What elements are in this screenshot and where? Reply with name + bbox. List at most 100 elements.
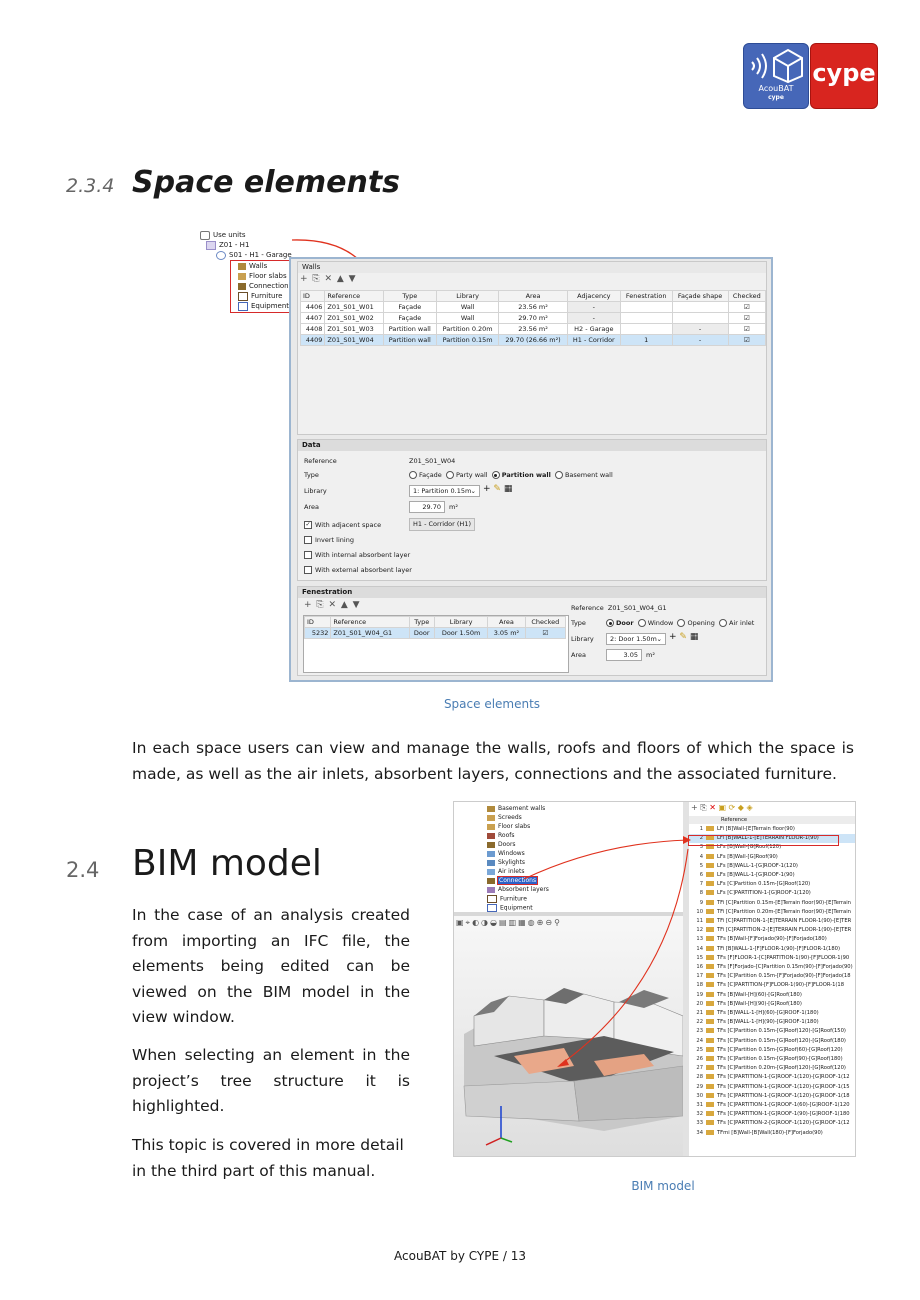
radio-opening[interactable] — [677, 619, 686, 627]
list-item-label: LFs [B]WALL-1-[G]ROOF-1(120) — [717, 862, 798, 869]
library-tools[interactable]: + ✎ ▦ — [483, 484, 512, 494]
table-icon[interactable]: ▦ — [503, 484, 513, 494]
connection-icon — [706, 862, 714, 868]
edit-icon[interactable]: ✎ — [679, 632, 687, 642]
tree-item[interactable]: Floor slabs — [487, 823, 530, 830]
tree-item-walls[interactable]: Walls — [238, 261, 267, 271]
tree-item[interactable]: Air inlets — [487, 868, 524, 875]
radio-facade[interactable] — [409, 471, 417, 479]
tree-root[interactable]: Use units — [200, 230, 246, 240]
list-item-label: TFs [C]Partition 0.15m-[G]Roof(120)-[G]R… — [717, 1028, 846, 1035]
fenestration-type-radio-group[interactable]: Door Window Opening Air inlet — [606, 619, 754, 627]
edit-icon[interactable]: ✎ — [493, 484, 501, 494]
tree-item[interactable]: Furniture — [487, 895, 527, 903]
fenestration-library-tools[interactable]: + ✎ ▦ — [669, 632, 698, 642]
radio-air-inlet[interactable] — [719, 619, 728, 627]
add-icon[interactable]: + — [483, 484, 491, 494]
radio-basement-wall[interactable] — [554, 471, 563, 479]
tree-item[interactable]: Windows — [487, 850, 525, 857]
radio-party-wall[interactable] — [445, 471, 454, 479]
fenestration-library-select[interactable]: 2: Door 1.50m⌄ — [606, 633, 666, 645]
splitter[interactable] — [454, 912, 683, 917]
tree-item[interactable]: Roofs — [487, 832, 514, 839]
type-radio-group[interactable]: Façade Party wall Partition wall Basemen… — [409, 471, 613, 479]
fenestration-toolbar[interactable]: + ⎘ ✕ ▲ ▼ — [304, 600, 361, 610]
area-input[interactable]: 29.70 — [409, 501, 445, 513]
tree-item[interactable]: Skylights — [487, 859, 525, 866]
adjacent-space-value[interactable]: H1 - Corridor (H1) — [409, 518, 475, 531]
library-select[interactable]: 1: Partition 0.15m⌄ — [409, 485, 480, 497]
tree-item-selected[interactable]: Connections — [487, 876, 539, 885]
tree-item[interactable]: Absorbent layers — [487, 886, 549, 893]
bim-3d-view[interactable]: ▣⌖◐◑◒▤▥▦◍⊕⊖⚲ — [454, 916, 683, 1156]
tree-item-floor-slabs[interactable]: Floor slabs — [238, 271, 287, 281]
radio-door[interactable] — [606, 619, 614, 627]
vertical-splitter[interactable] — [683, 802, 689, 1156]
col-type: Type — [382, 290, 438, 302]
connection-icon — [706, 982, 714, 988]
list-item-label: TFs [C]Partition 0.20m-[G]Roof(120)-[G]R… — [717, 1065, 846, 1072]
fenestration-area-input[interactable]: 3.05 — [606, 649, 642, 661]
table-row-selected[interactable]: 5232 Z01_S01_W04_G1 Door Door 1.50m 3.05… — [303, 627, 567, 639]
tree-item-furniture[interactable]: Furniture — [238, 291, 282, 301]
row-number: 21 — [696, 1010, 703, 1016]
tree-item[interactable]: Basement walls — [487, 805, 545, 812]
tree-zone[interactable]: Z01 - H1 — [206, 240, 249, 250]
radio-window[interactable] — [637, 619, 646, 627]
view-toolbar[interactable]: ▣⌖◐◑◒▤▥▦◍⊕⊖⚲ — [456, 918, 562, 927]
table-icon[interactable]: ▦ — [689, 632, 699, 642]
internal-absorbent-checkbox[interactable]: With internal absorbent layer — [304, 551, 410, 559]
tree-item[interactable]: Screeds — [487, 814, 522, 821]
adjacent-space-checkbox[interactable]: ✓With adjacent space — [304, 521, 382, 529]
list-toolbar[interactable]: + ⎘ ✕ ▣ ⟳ ◆ ◈ — [691, 803, 753, 812]
radio-partition-wall[interactable] — [491, 471, 500, 479]
tree-item-connections[interactable]: Connections — [238, 281, 292, 291]
tree-space[interactable]: S01 - H1 - Garage — [216, 250, 292, 260]
tree-item[interactable]: Doors — [487, 841, 516, 848]
external-absorbent-checkbox[interactable]: With external absorbent layer — [304, 566, 412, 574]
walls-toolbar[interactable]: + ⎘ ✕ ▲ ▼ — [300, 274, 357, 284]
add-icon[interactable]: + — [669, 632, 677, 642]
invert-lining-checkbox[interactable]: Invert lining — [304, 536, 354, 544]
tree-item-equipment[interactable]: Equipment — [238, 301, 289, 311]
tree-item[interactable]: Equipment — [487, 904, 533, 912]
